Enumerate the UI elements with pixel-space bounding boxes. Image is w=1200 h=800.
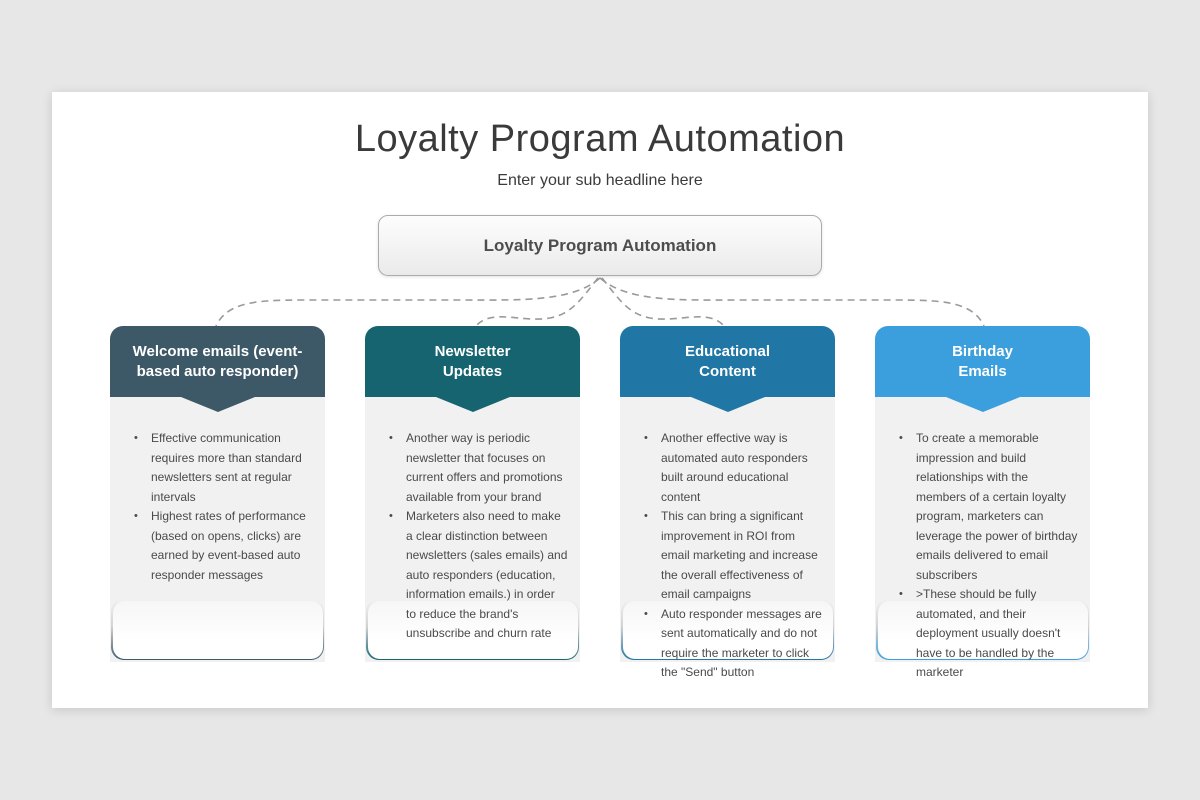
connector-path-educational	[601, 277, 725, 327]
bullet-item: Effective communication requires more th…	[134, 429, 313, 507]
slide: Loyalty Program Automation Enter your su…	[52, 92, 1148, 708]
card-birthday-emails: Birthday Emails To create a memorable im…	[875, 326, 1090, 679]
connector-path-welcome	[215, 277, 601, 327]
card-header: Newsletter Updates	[365, 326, 580, 397]
bullet-item: Another effective way is automated auto …	[644, 429, 823, 507]
card-header: Welcome emails (event- based auto respon…	[110, 326, 325, 397]
root-node: Loyalty Program Automation	[378, 215, 822, 276]
root-node-label: Loyalty Program Automation	[483, 235, 717, 255]
card-header: Birthday Emails	[875, 326, 1090, 397]
card-newsletter-updates: Newsletter Updates Another way is period…	[365, 326, 580, 662]
card-body: Effective communication requires more th…	[110, 397, 325, 662]
chevron-down-pointer	[435, 397, 510, 412]
bullet-list: Another way is periodic newsletter that …	[365, 397, 580, 644]
connector-path-birthday	[599, 277, 985, 327]
bullet-item: Marketers also need to make a clear dist…	[389, 507, 568, 644]
connector-path-newsletter	[475, 277, 599, 327]
bullet-item: Highest rates of performance (based on o…	[134, 507, 313, 585]
card-header: Educational Content	[620, 326, 835, 397]
bullet-item: This can bring a significant improvement…	[644, 507, 823, 605]
bullet-list: Another effective way is automated auto …	[620, 397, 835, 683]
card-educational-content: Educational Content Another effective wa…	[620, 326, 835, 679]
page-subtitle: Enter your sub headline here	[497, 172, 703, 189]
bullet-list: Effective communication requires more th…	[110, 397, 325, 585]
card-body: Another effective way is automated auto …	[620, 397, 835, 679]
chevron-down-pointer	[690, 397, 765, 412]
card-footer-inner	[112, 600, 323, 659]
card-footer-box	[111, 599, 324, 660]
page-title: Loyalty Program Automation	[354, 118, 846, 160]
card-body: To create a memorable impression and bui…	[875, 397, 1090, 679]
card-body: Another way is periodic newsletter that …	[365, 397, 580, 662]
chevron-down-pointer	[945, 397, 1020, 412]
bullet-item: >These should be fully automated, and th…	[899, 585, 1078, 683]
chevron-down-pointer	[180, 397, 255, 412]
bullet-item: Auto responder messages are sent automat…	[644, 605, 823, 683]
bullet-item: Another way is periodic newsletter that …	[389, 429, 568, 507]
bullet-list: To create a memorable impression and bui…	[875, 397, 1090, 683]
card-welcome-emails: Welcome emails (event- based auto respon…	[110, 326, 325, 662]
bullet-item: To create a memorable impression and bui…	[899, 429, 1078, 585]
